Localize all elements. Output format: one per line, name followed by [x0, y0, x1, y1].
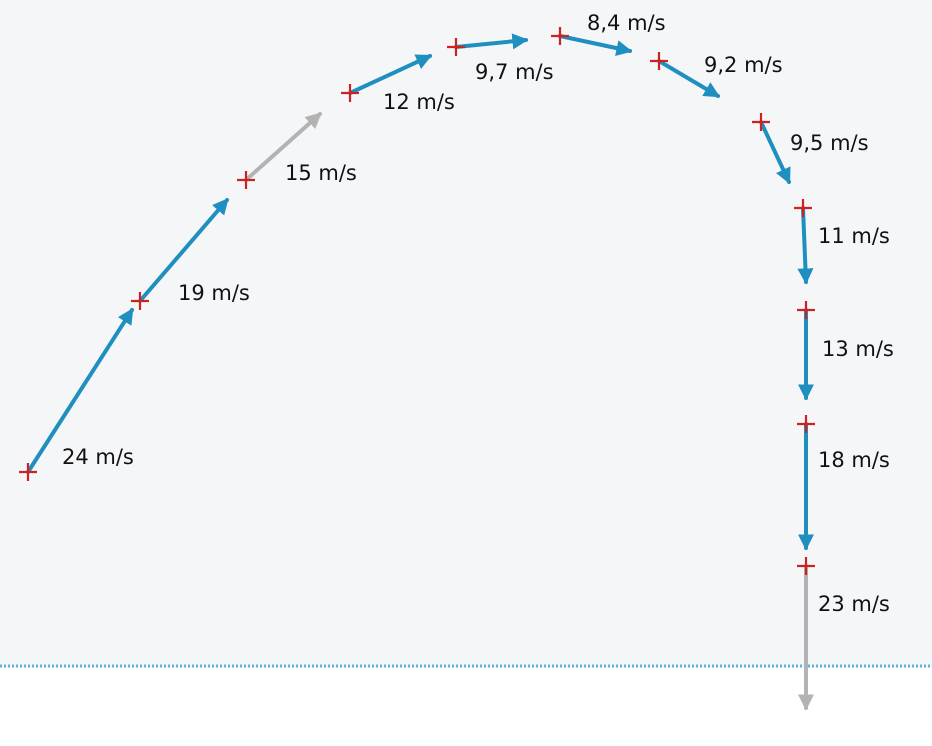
velocity-arrow-p9 — [797, 206, 814, 285]
speed-label-p7: 9,2 m/s — [704, 53, 783, 77]
velocity-arrow-p1 — [26, 307, 134, 474]
velocity-arrow-p5 — [454, 33, 529, 50]
speed-label-p8: 9,5 m/s — [790, 131, 869, 155]
position-marker-p7 — [650, 52, 668, 70]
position-marker-p3 — [237, 171, 255, 189]
speed-label-p6: 8,4 m/s — [587, 11, 666, 35]
speed-label-p1: 24 m/s — [62, 445, 134, 469]
speed-label-p2: 19 m/s — [178, 281, 250, 305]
velocity-arrow-p4 — [348, 54, 433, 95]
position-marker-p9 — [794, 199, 812, 217]
position-marker-p1 — [19, 463, 37, 481]
page-background — [0, 0, 932, 668]
velocity-arrow-p6 — [558, 34, 633, 56]
position-marker-p8 — [752, 113, 770, 131]
position-markers — [19, 27, 815, 575]
speed-label-p9: 11 m/s — [818, 224, 890, 248]
velocity-arrow-p7 — [657, 59, 721, 98]
speed-label-p3: 15 m/s — [285, 161, 357, 185]
velocity-arrows — [26, 33, 814, 711]
position-marker-p4 — [341, 84, 359, 102]
speed-label-p12: 23 m/s — [818, 592, 890, 616]
position-marker-p10 — [797, 301, 815, 319]
position-marker-p2 — [131, 292, 149, 310]
speed-label-p11: 18 m/s — [818, 448, 890, 472]
speed-labels: 24 m/s 19 m/s 15 m/s 12 m/s 9,7 m/s 8,4 m/s 9,… — [62, 11, 894, 616]
speed-label-p4: 12 m/s — [383, 90, 455, 114]
velocity-arrow-p8 — [759, 120, 791, 185]
speed-label-p10: 13 m/s — [822, 337, 894, 361]
position-marker-p5 — [447, 38, 465, 56]
speed-label-p5: 9,7 m/s — [475, 60, 554, 84]
position-marker-p11 — [797, 415, 815, 433]
velocity-arrow-p3 — [244, 112, 322, 182]
position-marker-p6 — [551, 27, 569, 45]
velocity-arrow-p2 — [138, 198, 229, 303]
page-lower-margin — [0, 668, 932, 746]
position-marker-p12 — [797, 557, 815, 575]
